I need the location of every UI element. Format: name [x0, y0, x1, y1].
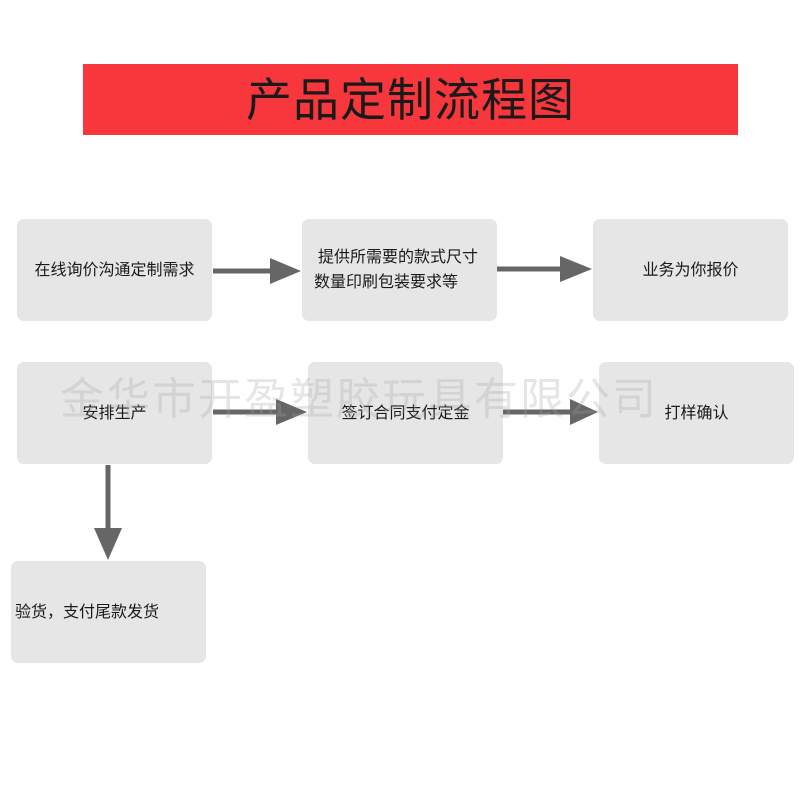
arrow-s5-to-s6 — [503, 399, 598, 425]
step-arrange-production-label: 安排生产 — [82, 402, 147, 422]
title-banner: 产品定制流程图 — [83, 64, 738, 135]
arrow-s4-to-s5 — [213, 399, 307, 425]
step-provide-requirements-line1: 提供所需要的款式尺寸 — [318, 247, 479, 267]
step-inspection-delivery: 验货，支付尾款发货 — [11, 561, 206, 663]
step-arrange-production: 安排生产 — [17, 362, 212, 464]
step-online-inquiry: 在线询价沟通定制需求 — [17, 219, 212, 321]
step-quotation: 业务为你报价 — [593, 219, 788, 321]
diagram-title: 产品定制流程图 — [246, 72, 575, 127]
step-provide-requirements: 提供所需要的款式尺寸 数量印刷包装要求等 — [302, 219, 497, 321]
step-online-inquiry-label: 在线询价沟通定制需求 — [34, 259, 195, 279]
step-inspection-delivery-label: 验货，支付尾款发货 — [15, 601, 160, 621]
step-sign-contract: 签订合同支付定金 — [308, 362, 503, 464]
step-sample-confirm-label: 打样确认 — [664, 402, 729, 422]
step-provide-requirements-line2: 数量印刷包装要求等 — [314, 272, 459, 291]
step-quotation-label: 业务为你报价 — [642, 259, 739, 279]
arrow-s1-to-s2 — [213, 258, 301, 284]
arrow-s4-to-s7 — [94, 465, 122, 560]
step-sign-contract-label: 签订合同支付定金 — [341, 402, 470, 422]
arrow-s2-to-s3 — [497, 256, 592, 282]
step-sample-confirm: 打样确认 — [599, 362, 794, 464]
